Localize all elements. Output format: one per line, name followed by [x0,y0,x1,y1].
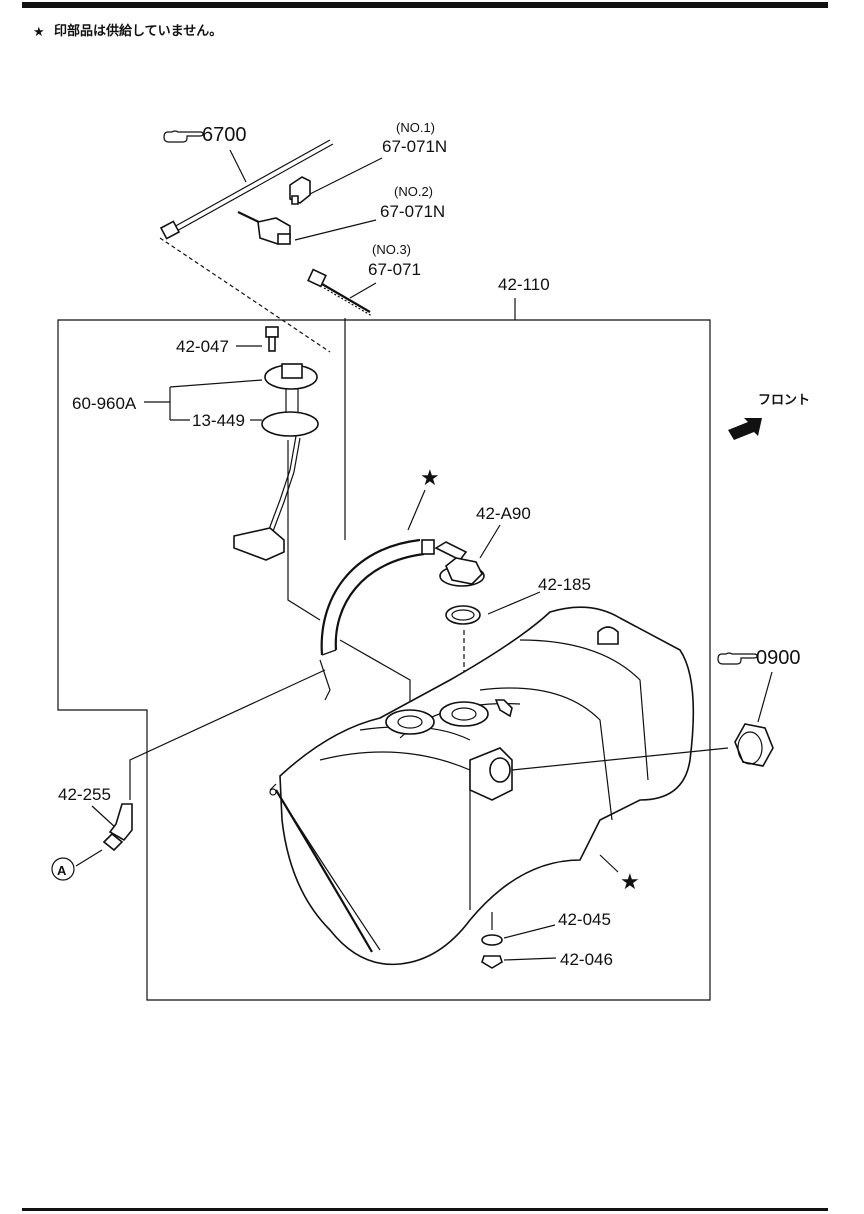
filler-cap [734,723,774,767]
bottom-rule [22,1208,828,1211]
clip-no3: (NO.3) 67-071 [307,242,421,540]
filler-neck-42-A90: 42-A90 [434,504,531,587]
label-42-045: 42-045 [558,910,611,929]
connector-no1: (NO.1) 67-071N [289,120,447,205]
ref-0900-text: 0900 [756,647,801,669]
label-no3-tag: (NO.3) [372,242,411,257]
sender-unit-group: 60-960A 13-449 [72,363,321,621]
assembly-outline [57,319,711,1001]
seal-ring-42-185: 42-185 [445,575,591,700]
label-42-185: 42-185 [538,575,591,594]
star-icon: ★ [420,465,440,490]
ref-6700: 6700 [163,124,247,183]
label-42-046: 42-046 [560,950,613,969]
fuel-tank [269,606,695,966]
connector-no2: (NO.2) 67-071N [237,184,445,245]
top-rule [22,2,828,8]
ref-0900: 0900 [511,647,801,771]
header-note: ★ 印部品は供給していません。 [33,23,222,40]
label-no2-part: 67-071N [380,202,445,221]
front-indicator: フロント [728,392,810,440]
star-icon: ★ [620,869,640,894]
drain-group: 42-045 42-046 [481,910,613,969]
label-42-047: 42-047 [176,337,229,356]
star-icon: ★ [33,25,45,40]
label-42-A90: 42-A90 [476,504,531,523]
pointing-hand-icon [163,130,204,143]
label-42-255: 42-255 [58,785,111,804]
label-no2-tag: (NO.2) [394,184,433,199]
note-text: 印部品は供給していません。 [54,23,222,39]
label-no1-part: 67-071N [382,137,447,156]
circled-a-icon [51,857,75,881]
connector-a-label: A [57,863,67,878]
vent-hose: ★ [129,465,440,800]
sender-gasket [261,411,319,437]
label-no1-tag: (NO.1) [396,120,435,135]
front-label: フロント [758,392,810,407]
hose-fitting-42-255: 42-255 A [51,785,133,881]
wiring-harness [159,139,334,353]
label-no3-part: 67-071 [368,260,421,279]
pointing-hand-icon [717,652,758,665]
screw-42-047: 42-047 [176,326,279,356]
front-arrow-icon [728,418,762,440]
float-arm [233,527,285,561]
label-13-449: 13-449 [192,411,245,430]
label-42-110: 42-110 [498,275,550,294]
label-60-960A: 60-960A [72,394,137,413]
ref-6700-text: 6700 [202,124,247,146]
